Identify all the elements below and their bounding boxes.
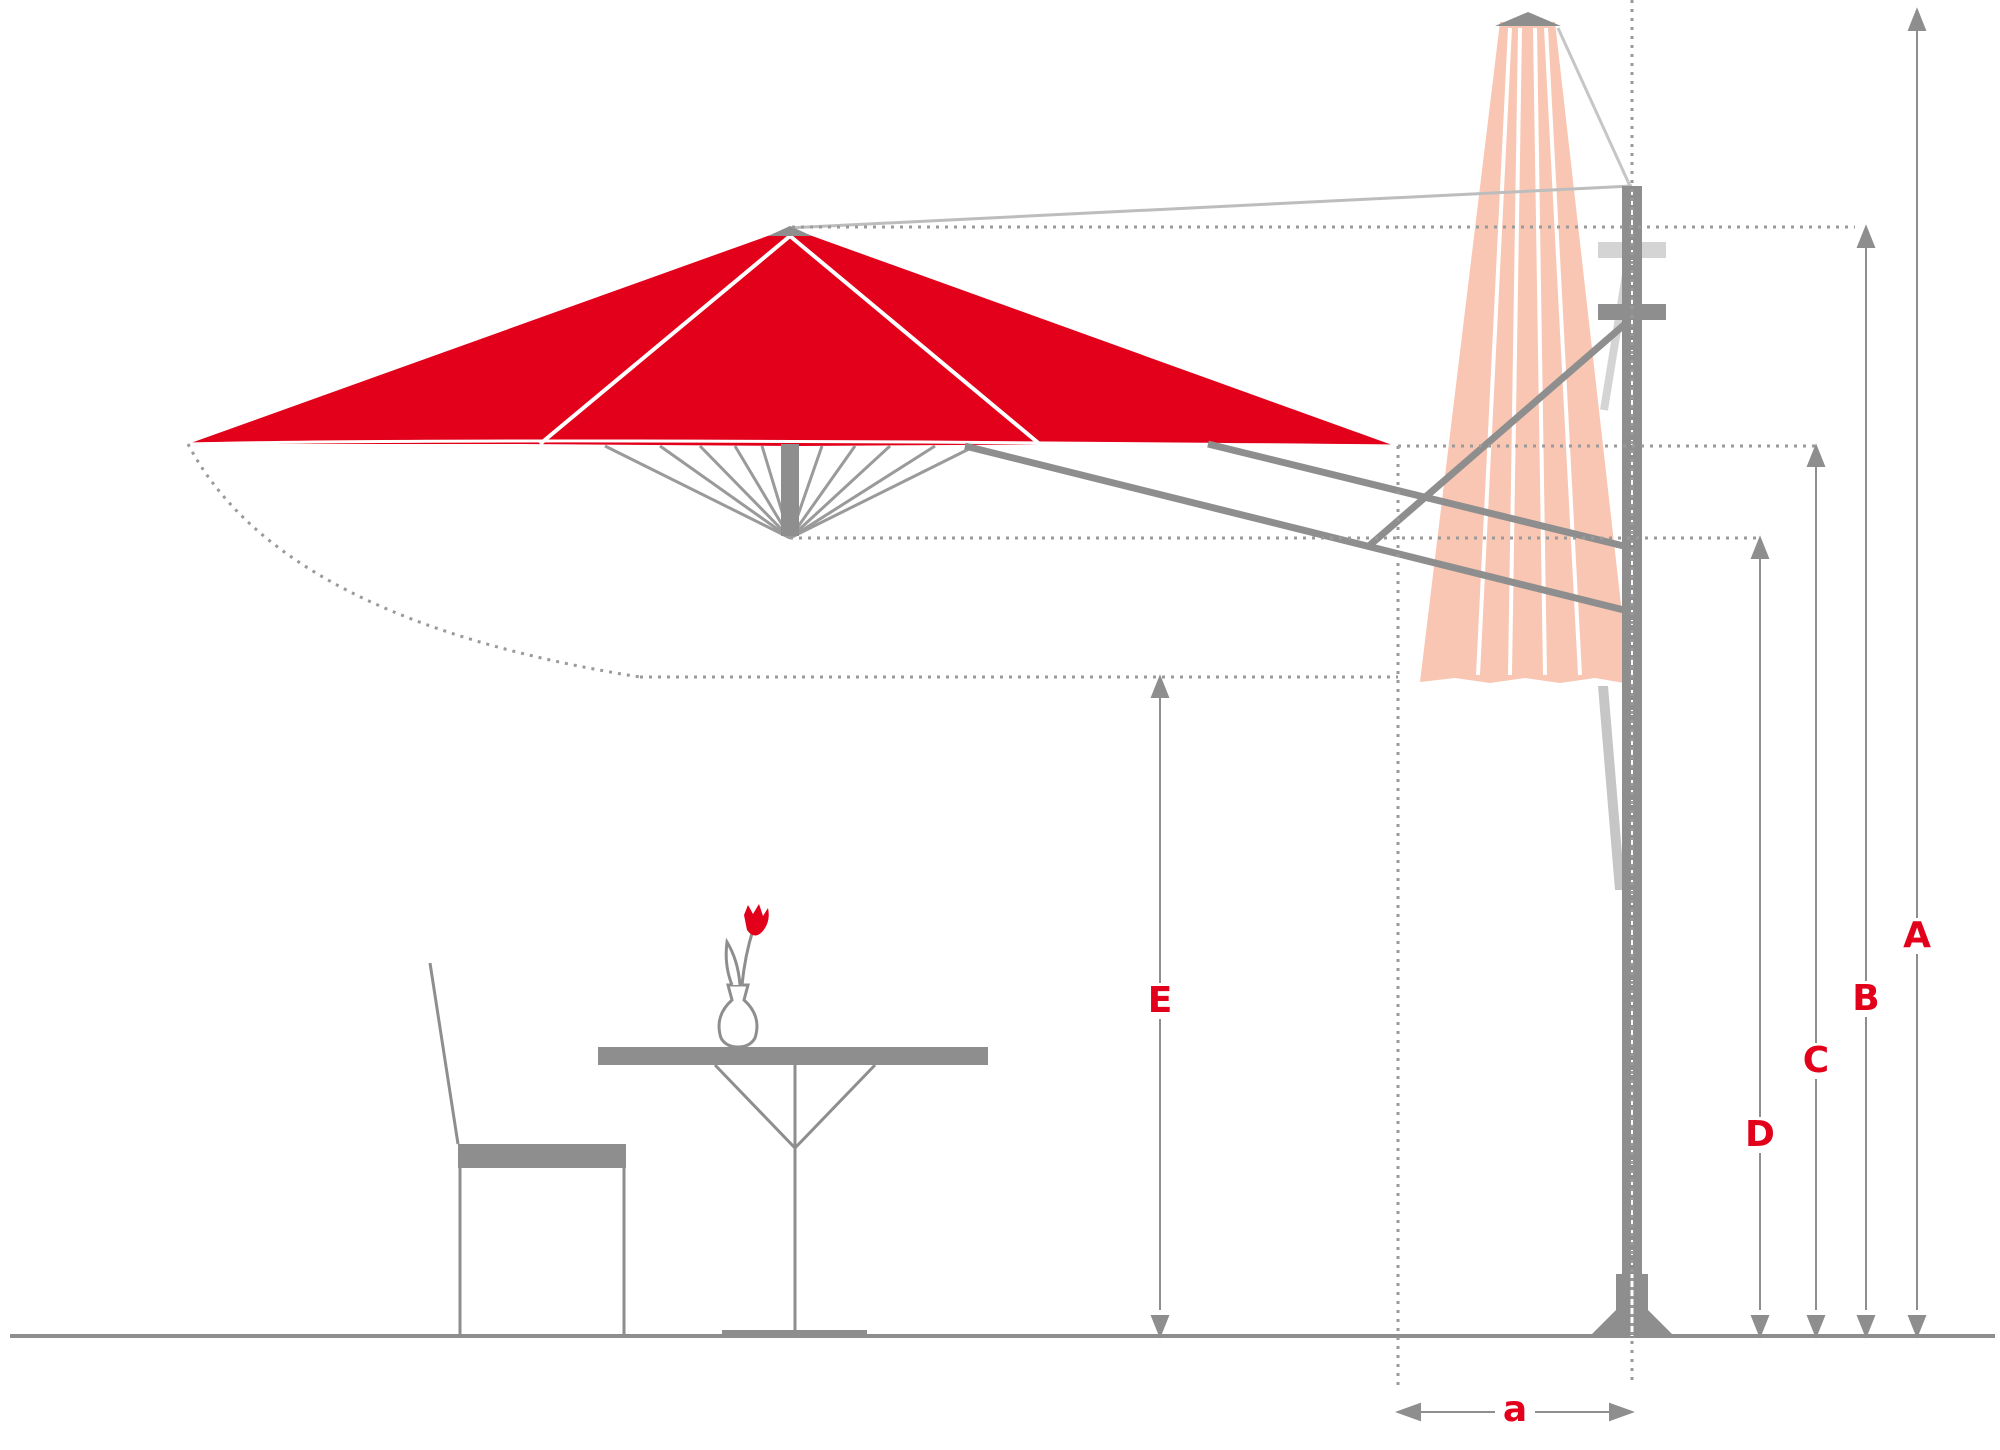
cafe-table (598, 1047, 988, 1336)
upper-arm (1207, 440, 1633, 552)
dimension-B-line (1856, 224, 1876, 1339)
folded-umbrella (1420, 12, 1632, 890)
reference-lines (186, 0, 1855, 1386)
dimension-D-line (1750, 535, 1770, 1339)
diagonal-strut (1367, 315, 1635, 548)
dimension-lines (1150, 7, 1927, 1422)
dimension-label-A: A (1897, 918, 1937, 954)
dimension-label-B: B (1846, 981, 1886, 1017)
canopy-ribs (604, 444, 976, 540)
chair (428, 962, 626, 1336)
dimension-C-line (1806, 443, 1826, 1339)
dimension-label-D: D (1740, 1117, 1780, 1153)
dimension-label-E: E (1140, 983, 1180, 1019)
open-canopy (187, 226, 1396, 448)
canopy-center-pole (781, 444, 799, 536)
dimension-label-a: a (1495, 1392, 1535, 1428)
lower-arm (964, 442, 1633, 616)
dimension-A-line (1907, 7, 1927, 1339)
guy-wire (787, 184, 1633, 230)
dimension-label-C: C (1796, 1043, 1836, 1079)
vase-with-flower (717, 904, 769, 1049)
